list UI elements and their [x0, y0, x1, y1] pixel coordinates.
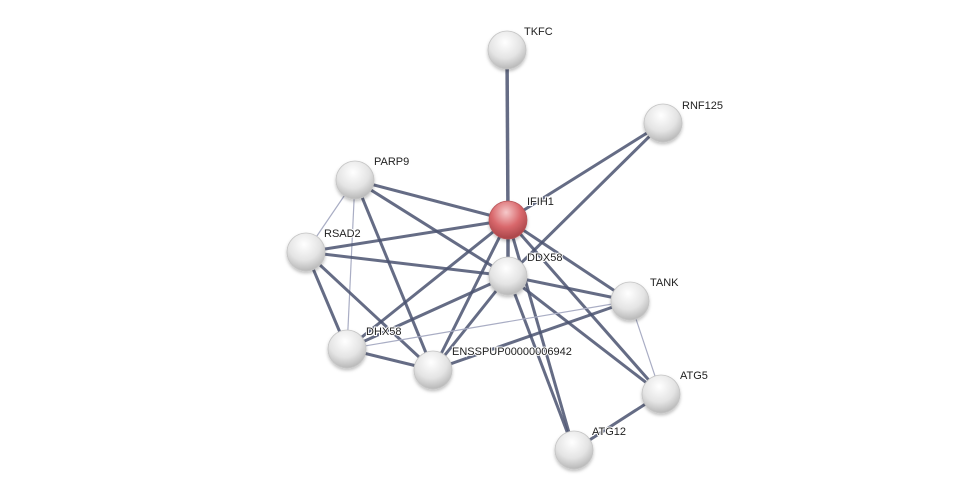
node-label: ENSSPUP00000006942 [452, 346, 572, 358]
node-label: ATG5 [680, 370, 708, 382]
node-parp9[interactable]: PARP9 [335, 155, 410, 200]
edge-rsad2-ddx58[interactable] [305, 250, 509, 278]
node-label: DHX58 [366, 326, 401, 338]
node-sphere[interactable] [643, 103, 683, 143]
node-label: RNF125 [682, 100, 723, 112]
node-tank[interactable]: TANK [610, 276, 680, 321]
node-sphere[interactable] [327, 329, 367, 369]
node-sphere[interactable] [610, 281, 650, 321]
node-sphere[interactable] [286, 232, 326, 272]
node-label: RSAD2 [324, 228, 361, 240]
node-atg5[interactable]: ATG5 [641, 369, 709, 414]
edge-ensspup-tank[interactable] [432, 299, 631, 372]
node-ensspup[interactable]: ENSSPUP00000006942 [413, 345, 573, 390]
edge-ifih1-dhx58[interactable] [346, 218, 509, 351]
node-sphere[interactable] [641, 374, 681, 414]
edge-ddx58-dhx58[interactable] [346, 274, 509, 351]
node-ifih1[interactable]: IFIH1 [488, 195, 555, 240]
node-sphere[interactable] [488, 200, 528, 240]
edge-ifih1-atg5[interactable] [506, 219, 663, 395]
node-label: TANK [650, 277, 679, 289]
edge-rsad2-ensspup[interactable] [304, 250, 435, 372]
edge-ddx58-ensspup[interactable] [431, 275, 510, 371]
edge-ddx58-atg5[interactable] [507, 274, 662, 396]
edge-rnf125-ifih1[interactable] [507, 121, 664, 222]
node-sphere[interactable] [488, 256, 528, 296]
edge-parp9-ensspup[interactable] [353, 179, 435, 371]
node-label: DDX58 [527, 252, 562, 264]
node-label: TKFC [524, 26, 553, 38]
node-label: PARP9 [374, 156, 409, 168]
edge-parp9-ifih1[interactable] [354, 178, 509, 222]
node-rsad2[interactable]: RSAD2 [286, 227, 362, 272]
edge-parp9-dhx58[interactable] [346, 179, 356, 350]
edge-ddx58-tank[interactable] [507, 274, 631, 303]
edge-parp9-ddx58[interactable] [354, 178, 509, 278]
node-atg12[interactable]: ATG12 [554, 425, 627, 470]
edge-tkfc-ifih1[interactable] [505, 49, 510, 221]
edge-ddx58-atg12[interactable] [506, 275, 576, 451]
node-sphere[interactable] [487, 30, 527, 70]
node-label: ATG12 [592, 426, 626, 438]
node-sphere[interactable] [413, 350, 453, 390]
node-dhx58[interactable]: DHX58 [327, 325, 402, 369]
edge-ifih1-tank[interactable] [507, 218, 631, 303]
edge-ifih1-ensspup[interactable] [431, 219, 510, 371]
edge-dhx58-tank[interactable] [346, 300, 631, 350]
node-ddx58[interactable]: DDX58 [488, 251, 563, 296]
node-sphere[interactable] [335, 160, 375, 200]
node-sphere[interactable] [554, 430, 594, 470]
edge-rsad2-ifih1[interactable] [305, 218, 509, 254]
node-label: IFIH1 [527, 196, 554, 208]
edges-layer [304, 49, 665, 452]
node-tkfc[interactable]: TKFC [487, 25, 554, 70]
node-rnf125[interactable]: RNF125 [643, 99, 724, 143]
edge-ifih1-atg12[interactable] [506, 219, 576, 451]
